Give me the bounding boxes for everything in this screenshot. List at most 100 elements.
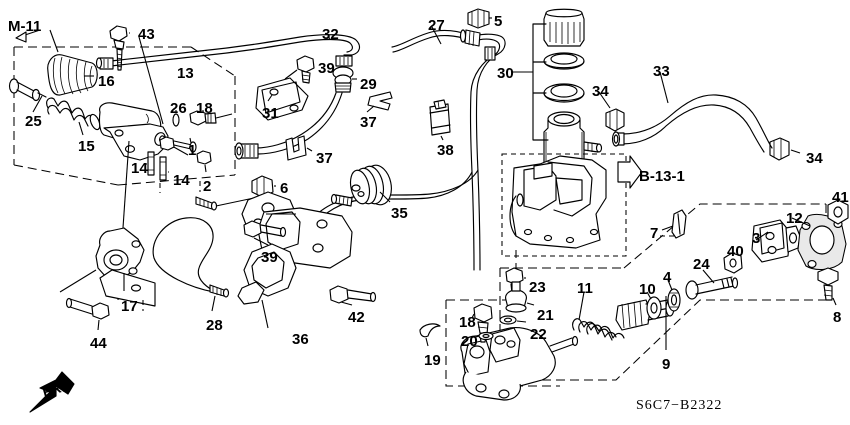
reference-tag-m11: M-11 (8, 18, 42, 35)
reference-tag-b131: B-13-1 (639, 168, 685, 185)
callout-number: 37 (360, 114, 377, 131)
callout-number: 9 (662, 356, 671, 373)
callout-number: 11 (577, 280, 593, 297)
part-39-bolt-top (296, 55, 315, 84)
callout-number: 17 (121, 298, 138, 315)
part-20-washer (475, 331, 494, 341)
callout-number: 34 (806, 150, 823, 167)
callout-number: 10 (639, 281, 656, 298)
callout-number: 26 (170, 100, 187, 117)
part-32-pipe (95, 34, 361, 70)
callout-number: 39 (261, 249, 278, 266)
callout-number: 13 (177, 65, 194, 82)
part-36-pedal-bracket (237, 191, 353, 329)
callout-number: 7 (650, 225, 659, 242)
part-2-nut (196, 150, 212, 173)
callout-number: 5 (494, 13, 503, 30)
callout-number: 16 (98, 73, 115, 90)
callout-number: 39 (318, 60, 335, 77)
callout-number: 15 (78, 138, 95, 155)
part-40-nut (723, 252, 743, 274)
part-1-slave-cylinder (98, 36, 189, 301)
callout-number: 34 (592, 83, 609, 100)
callout-number: 41 (832, 189, 849, 206)
callout-number: 42 (348, 309, 365, 326)
diagram-code: S6C7−B2322 (636, 398, 723, 413)
callout-number: 32 (322, 26, 339, 43)
part-24-bolt (685, 269, 739, 300)
callout-number: 24 (693, 256, 710, 273)
callout-number: 36 (292, 331, 309, 348)
part-30-reservoir-group (512, 8, 603, 175)
callout-number: 37 (316, 150, 333, 167)
callout-number: 21 (537, 307, 554, 324)
callout-number: 25 (25, 113, 42, 130)
b131-dashed-region (501, 153, 643, 257)
callout-number: 29 (360, 76, 377, 93)
callout-number: 12 (786, 210, 803, 227)
callout-number: 14 (173, 172, 190, 189)
callout-number: 43 (138, 26, 155, 43)
callout-number: 35 (391, 205, 408, 222)
part-15-spring (46, 97, 101, 136)
callout-number: 18 (196, 100, 213, 117)
part-12-flange (791, 213, 847, 271)
callout-number: 4 (663, 269, 672, 286)
part-31-bracket (255, 69, 309, 121)
callout-number: 1 (188, 142, 197, 159)
callout-number: 38 (437, 142, 454, 159)
part-16-boot (47, 54, 98, 96)
callout-number: 19 (424, 352, 441, 369)
part-34-clip-right (769, 137, 801, 161)
callout-number: 44 (90, 335, 107, 352)
group-box-13 (13, 46, 236, 193)
part-9-master-cylinder (460, 327, 579, 401)
callout-number: 23 (529, 279, 546, 296)
callout-number: 2 (203, 178, 212, 195)
callout-number: 14 (131, 160, 148, 177)
part-5-clip (467, 8, 492, 29)
callout-number: 18 (459, 314, 476, 331)
callout-number: 33 (653, 63, 670, 80)
part-37-clip-lower (285, 135, 313, 161)
part-4-bushing (667, 279, 681, 312)
part-1b-screw (159, 136, 197, 153)
callout-number: 28 (206, 317, 223, 334)
part-34-clip-left (598, 91, 625, 132)
part-29-hose (234, 55, 357, 160)
part-10-washer (646, 291, 662, 320)
callout-number: 3 (752, 230, 761, 247)
part-14-pins (145, 151, 169, 181)
part-8-bolt (817, 267, 839, 306)
m11-leader (15, 29, 59, 53)
fr-orientation-arrow (29, 371, 75, 413)
part-41-nut (827, 199, 849, 225)
part-37-clip-upper (366, 91, 393, 113)
part-35-damper (295, 164, 479, 257)
part-26-washer (172, 110, 180, 127)
callout-number: 40 (727, 243, 744, 260)
part-44-flange-bolt (65, 297, 110, 331)
part-18-bleeder (189, 110, 233, 126)
part-21-valve (505, 281, 535, 313)
callout-number: 6 (280, 180, 289, 197)
callout-number: 20 (461, 333, 478, 350)
part-22-washer (499, 315, 527, 325)
part-33-hose (611, 71, 773, 153)
callout-number: 31 (262, 105, 279, 122)
part-17-bracket (59, 227, 156, 311)
part-42-bolt (329, 285, 377, 306)
callout-number: 8 (833, 309, 842, 326)
callout-number: 22 (530, 326, 547, 343)
part-7-clip (661, 209, 687, 239)
part-19-snapring (419, 323, 441, 347)
part-27-pipe (391, 26, 506, 271)
part-25-pushrod (8, 78, 47, 113)
part-39-bolt-lower (243, 220, 287, 246)
callout-number: 30 (497, 65, 514, 82)
part-38-clamp (429, 99, 451, 141)
part-3-clevis (751, 219, 801, 263)
callout-number: 27 (428, 17, 445, 34)
